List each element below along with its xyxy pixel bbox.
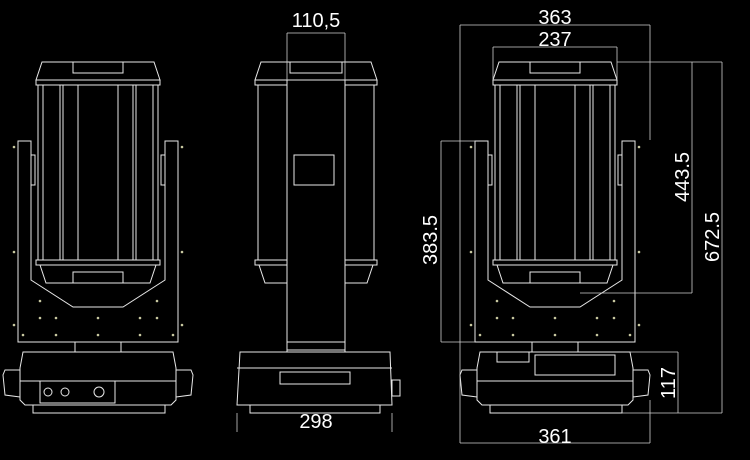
dim-head-width: 237 (538, 29, 571, 51)
display-panel (534, 354, 616, 376)
dim-base-width: 361 (538, 426, 571, 448)
dim-base-height: 117 (658, 367, 680, 399)
front-view (2, 61, 194, 414)
dim-head-height: 443.5 (672, 152, 694, 202)
dim-yoke-height: 383.5 (420, 215, 442, 265)
dim-overall-height: 672.5 (702, 212, 724, 262)
connector-panel (39, 380, 116, 404)
rear-view (459, 61, 651, 414)
dim-column-width: 110,5 (292, 10, 341, 32)
side-view: 110,5 298 (236, 10, 401, 433)
dim-overall-width: 363 (538, 7, 571, 29)
dimensions: 363 237 443.5 672.5 383.5 117 361 (420, 7, 724, 448)
dim-base-depth: 298 (299, 411, 332, 433)
